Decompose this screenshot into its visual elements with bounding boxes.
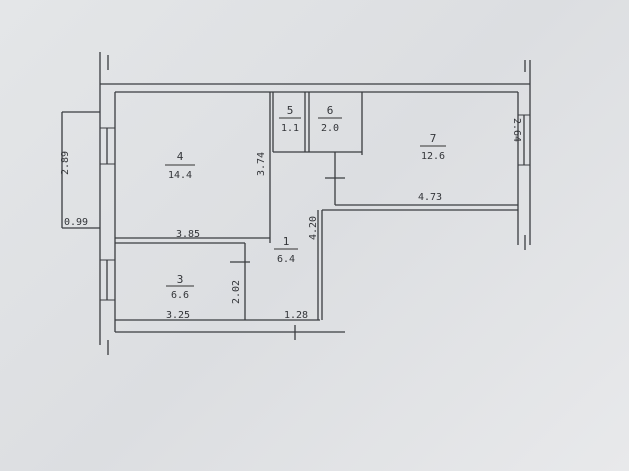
- room-1-number: 1: [283, 235, 290, 248]
- room-5-number: 5: [287, 104, 294, 117]
- dim-room7-width: 4.73: [418, 192, 442, 203]
- room-5-area: 1.1: [281, 123, 299, 134]
- dimension-labels: 3.85 3.74 3.25 2.02 4.20 1.28 4.73 2.64 …: [60, 118, 522, 321]
- dim-balcony-length: 2.89: [60, 151, 71, 175]
- dim-hall-length: 4.20: [308, 216, 319, 240]
- balcony: [61, 111, 100, 229]
- room-6-area: 2.0: [321, 123, 339, 134]
- room-3-number: 3: [177, 273, 184, 286]
- room-7-area: 12.6: [421, 151, 445, 162]
- room-7-number: 7: [430, 132, 437, 145]
- room-6-number: 6: [327, 104, 334, 117]
- room-3-area: 6.6: [171, 290, 189, 301]
- dim-room7-depth: 2.64: [511, 118, 522, 142]
- room-4-area: 14.4: [168, 170, 192, 181]
- dim-room4-depth: 3.74: [256, 152, 267, 176]
- room-1-area: 6.4: [277, 254, 295, 265]
- dim-room4-width: 3.85: [176, 229, 200, 240]
- dim-balcony-width: 0.99: [64, 217, 88, 228]
- room-labels: 4 14.4 5 1.1 6 2.0 7 12.6 1 6.4 3 6.6: [165, 104, 446, 301]
- dim-hall-width: 1.28: [284, 310, 308, 321]
- dim-room3-depth: 2.02: [231, 280, 242, 304]
- walls: [99, 52, 531, 355]
- dim-room3-width: 3.25: [166, 310, 190, 321]
- room-4-number: 4: [177, 150, 184, 163]
